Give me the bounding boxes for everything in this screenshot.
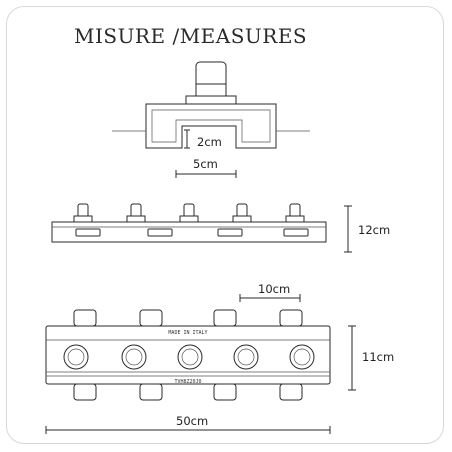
plug — [217, 203, 252, 237]
socket — [233, 344, 259, 370]
page-title: MISURE /MEASURES — [74, 24, 308, 48]
plug — [283, 203, 309, 237]
top-height-dimension-label: 11cm — [362, 350, 395, 364]
side-view — [51, 203, 352, 253]
profile-section-view — [112, 61, 310, 178]
clip-top — [73, 309, 303, 327]
socket — [177, 344, 203, 370]
side-height-dimension-label: 12cm — [358, 223, 391, 237]
depth-dimension-label: 2cm — [197, 135, 222, 149]
plug — [126, 203, 173, 237]
code-stamp: TVH8Z20J0 — [174, 379, 201, 385]
socket — [63, 344, 89, 370]
width-dimension-label: 5cm — [193, 157, 218, 171]
top-view: MADE IN ITALY TVH8Z20J0 — [45, 294, 356, 434]
socket — [289, 344, 315, 370]
spacing-dimension-label: 10cm — [258, 282, 291, 296]
socket — [121, 344, 147, 370]
made-in-stamp: MADE IN ITALY — [168, 330, 207, 336]
length-dimension-label: 50cm — [176, 414, 209, 428]
plug — [179, 203, 199, 223]
clip-bottom — [73, 383, 303, 401]
plug — [73, 203, 101, 237]
